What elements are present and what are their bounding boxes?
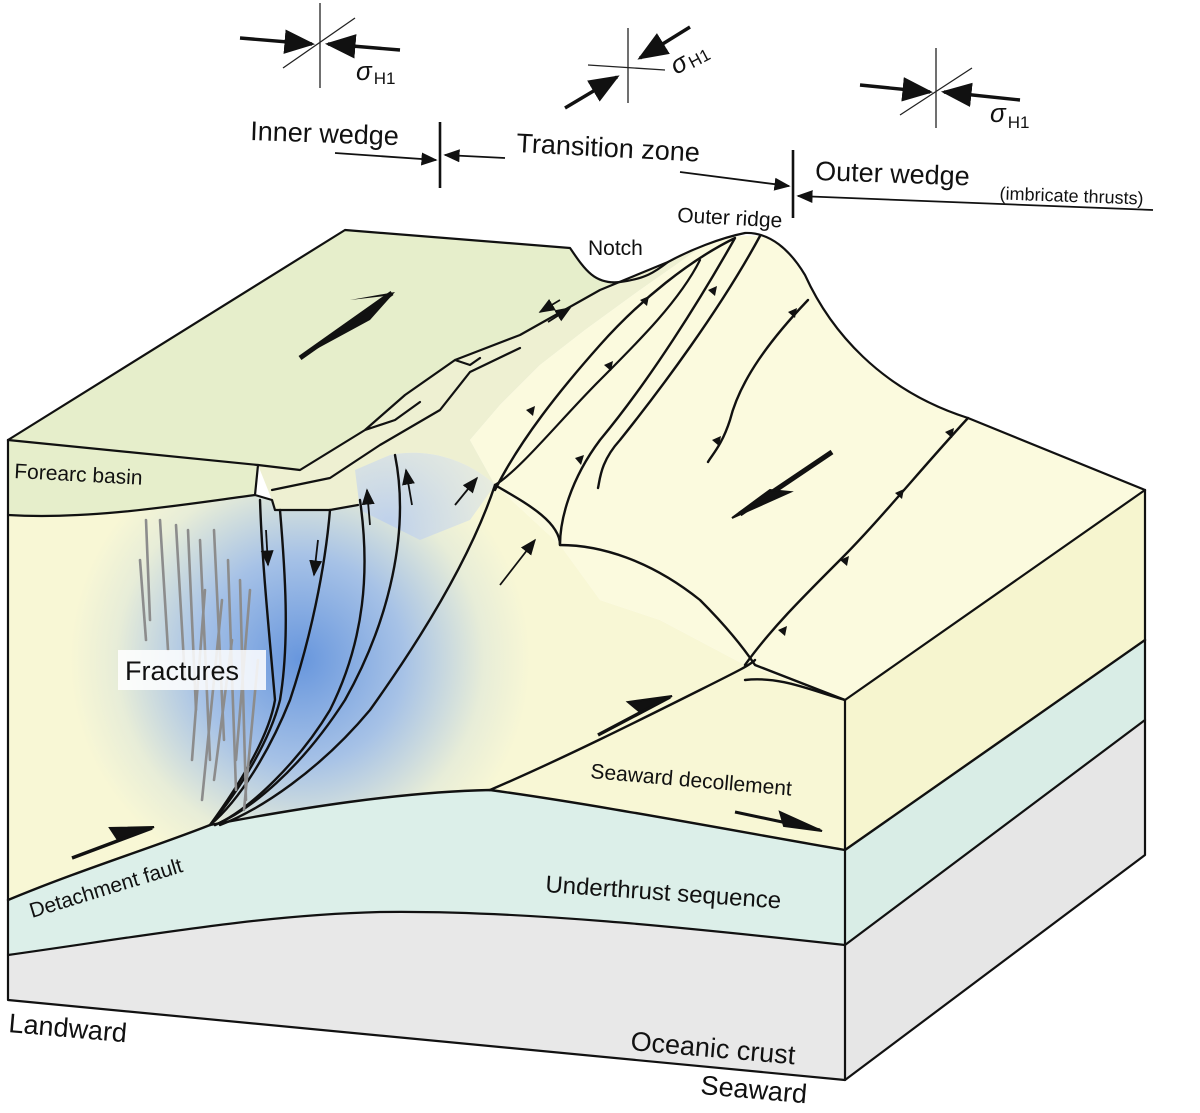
notch-label: Notch <box>588 237 643 260</box>
oceanic-crust-side <box>845 720 1145 1080</box>
underthrust-sequence-front <box>8 790 845 955</box>
zone-dividers <box>438 122 795 218</box>
basin-top-outline <box>6 228 1147 492</box>
oceanic-crust-top-boundary <box>6 718 1147 957</box>
outer-wedge-label: Outer wedge <box>815 156 971 191</box>
stress-indicator-inner <box>239 3 401 88</box>
transition-slope <box>258 248 700 510</box>
forearc-basin-top <box>8 230 668 490</box>
scarp-lines <box>256 260 670 492</box>
fault-motion-arrows <box>260 298 572 586</box>
block-motion-arrows <box>71 290 834 860</box>
thrust-fault-3 <box>706 298 810 464</box>
fracture-zone-shading <box>8 452 600 900</box>
thrust-fault-1 <box>493 236 737 547</box>
fractures-label: Fractures <box>125 656 239 686</box>
inner-wedge-label: Inner wedge <box>250 116 400 151</box>
stress-indicator-outer <box>859 48 1021 128</box>
sigma-label-transition: σH1 <box>665 35 714 80</box>
outer-thrust-ramp <box>488 658 757 792</box>
fractures <box>138 518 260 812</box>
thrust-teeth <box>526 286 954 636</box>
underthrust-sequence-side <box>845 640 1145 945</box>
wedge-crest-lines <box>493 258 702 487</box>
upper-fracture-shading <box>355 452 495 540</box>
basin-base-line <box>6 493 257 518</box>
thrust-fault-2 <box>596 234 762 490</box>
oceanic-crust-front <box>8 911 845 1080</box>
landward-label: Landward <box>7 1008 128 1048</box>
zone-arrows <box>334 149 1154 211</box>
front-lower-line <box>743 678 847 702</box>
underthrust-top-boundary <box>6 638 1147 902</box>
stress-indicator-transition <box>564 25 691 110</box>
front-fault-line <box>493 483 847 702</box>
outer-ridge-label: Outer ridge <box>677 204 783 232</box>
outer-wedge-label-group: Outer wedge (imbricate thrusts) <box>815 156 1144 208</box>
wedge-side-face <box>845 490 1145 850</box>
thrust-fault-4 <box>743 416 970 667</box>
top-right-edge <box>843 488 1147 702</box>
transition-zone-label: Transition zone <box>516 128 701 168</box>
fractures-label-bg <box>118 650 266 690</box>
